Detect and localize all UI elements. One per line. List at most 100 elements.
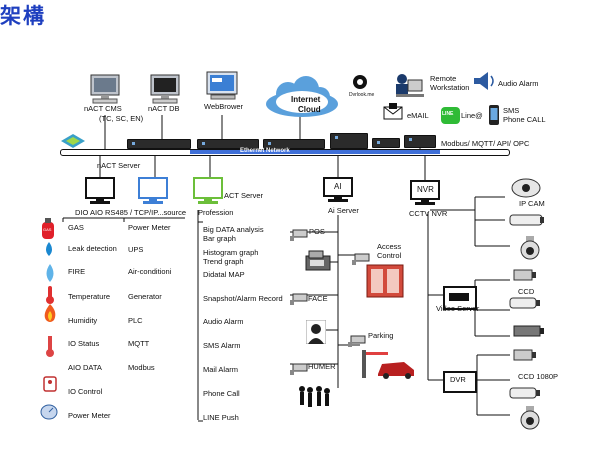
ccd-label: CCD — [518, 287, 535, 296]
sensor-item: FIRE — [68, 267, 86, 276]
ccd1080-label: CCD 1080P — [518, 372, 559, 381]
ethernet-label: Ethernet Network — [240, 147, 290, 154]
meter-item: Air-conditioni — [128, 267, 172, 276]
db-computer-icon — [150, 74, 180, 104]
io-status-icon — [46, 336, 54, 357]
ai-badge: AI — [334, 182, 342, 191]
meter-item: Generator — [128, 292, 162, 301]
sms-label: SMS Phone CALL — [503, 106, 546, 124]
email-icon — [383, 103, 403, 120]
meter-item: MQTT — [128, 339, 150, 348]
video-server-label: Video Server — [436, 304, 480, 313]
line-app-icon: LINE — [441, 107, 460, 124]
dvrlook-label: Dvrlook.me — [349, 92, 375, 98]
nas-storage-3 — [404, 135, 436, 148]
meter-server-monitor-icon — [138, 177, 168, 204]
nact-server-label: nACT Server — [97, 161, 141, 170]
cloud-label-1: Internet — [291, 95, 321, 104]
ccd-camera-icon-2 — [509, 297, 540, 309]
web-browser-icon — [206, 71, 238, 100]
sensor-item: IO Control — [68, 387, 103, 396]
email-label: eMAIL — [407, 111, 429, 120]
speaker-icon — [474, 72, 494, 90]
act-server-monitor-icon — [193, 177, 223, 204]
humer-label: HUMER — [308, 362, 336, 371]
dvrlook-logo-icon — [353, 75, 367, 89]
parking-car-icon — [362, 350, 414, 379]
ip-bullet-camera-icon — [509, 214, 544, 226]
sensor-item: IO Status — [68, 339, 100, 348]
profession-item: SMS Alarm — [203, 341, 241, 350]
remote-label: Remote Workstation — [430, 74, 470, 92]
profession-item: Mail Alarm — [203, 365, 239, 374]
ip-dome-camera-icon — [511, 178, 541, 198]
network-logo-icon — [61, 134, 85, 148]
cms-computer-icon — [90, 74, 120, 104]
power-meter-icon — [40, 404, 58, 420]
profession-item: Phone Call — [203, 389, 240, 398]
sensor-item: AIO DATA — [68, 363, 102, 372]
gas-cylinder-icon — [42, 218, 54, 239]
cloud-label-2: Cloud — [298, 105, 321, 114]
people-icon — [299, 386, 330, 407]
profession-item: Audio Alarm — [203, 317, 244, 326]
ai-server-monitor-icon — [323, 177, 353, 202]
sensor-item: Leak detection — [68, 244, 117, 253]
rack-server-2 — [197, 139, 259, 149]
dvr-badge: DVR — [450, 375, 466, 384]
face-camera-icon — [290, 293, 308, 305]
pos-label: POS — [309, 227, 325, 236]
rack-server-3 — [263, 139, 325, 149]
fire-icon — [44, 304, 56, 322]
sensor-item: Power Meter — [68, 411, 111, 420]
ccd1080-camera-icon-1 — [513, 349, 536, 361]
ethernet-bus-highlight — [190, 150, 440, 154]
nas-storage-1 — [330, 133, 368, 149]
pos-register-icon — [305, 250, 331, 271]
profession-item: Snapshot/Alarm Record — [203, 294, 283, 303]
line-label: Line@ — [461, 111, 483, 120]
ccd1080-ptz-camera-icon — [520, 406, 540, 430]
leak-drop-icon — [46, 242, 52, 256]
humer-camera-icon — [290, 363, 308, 375]
door-icon — [366, 264, 404, 298]
ptz-camera-icon — [520, 236, 540, 260]
remote-workstation-icon — [396, 74, 424, 97]
cloud-icon — [266, 76, 338, 117]
dio-label: DIO AIO RS485 / TCP/IP...source — [75, 208, 187, 217]
profession-item: Big DATA analysis Bar graph — [203, 225, 264, 243]
cms-label: nACT CMS — [84, 104, 122, 113]
act-server-label: ACT Server — [224, 191, 264, 200]
io-control-icon — [43, 376, 57, 392]
ccd-camera-icon-3 — [513, 325, 544, 337]
meter-item: Modbus — [128, 363, 155, 372]
web-label: WebBrower — [204, 102, 244, 111]
cctv-nvr-label: CCTV NVR — [409, 209, 448, 218]
nvr-badge: NVR — [417, 185, 434, 194]
gas-badge: GAS — [43, 227, 52, 232]
sensor-item: Temperature — [68, 292, 111, 301]
ip-cam-label: IP CAM — [519, 199, 545, 208]
phone-icon — [489, 105, 499, 125]
parking-camera-icon — [348, 335, 366, 347]
cms-sub-label: (TC, SC, EN) — [99, 114, 144, 123]
rack-server-1 — [127, 139, 191, 149]
page-title: 架構 — [0, 3, 46, 28]
thermometer-icon — [46, 286, 54, 304]
sensor-item: Humidity — [68, 316, 98, 325]
modbus-label: Modbus/ MQTT/ API/ OPC — [441, 139, 530, 148]
profession-item: Didatal MAP — [203, 270, 245, 279]
ccd-camera-icon-1 — [513, 269, 536, 281]
parking-label: Parking — [368, 331, 394, 340]
profession-item: LINE Push — [203, 413, 239, 422]
line-badge: LINE — [442, 111, 454, 117]
access-control-label: Access Control — [377, 242, 402, 260]
pos-camera-icon — [290, 229, 308, 241]
nvr-monitor-icon — [410, 180, 440, 205]
dvr-box — [443, 371, 477, 393]
meter-item: Power Meter — [128, 223, 171, 232]
sensor-item: GAS — [68, 223, 84, 232]
profession-item: Histogram graph Trend graph — [203, 248, 259, 266]
nact-server-monitor-icon — [85, 177, 115, 204]
